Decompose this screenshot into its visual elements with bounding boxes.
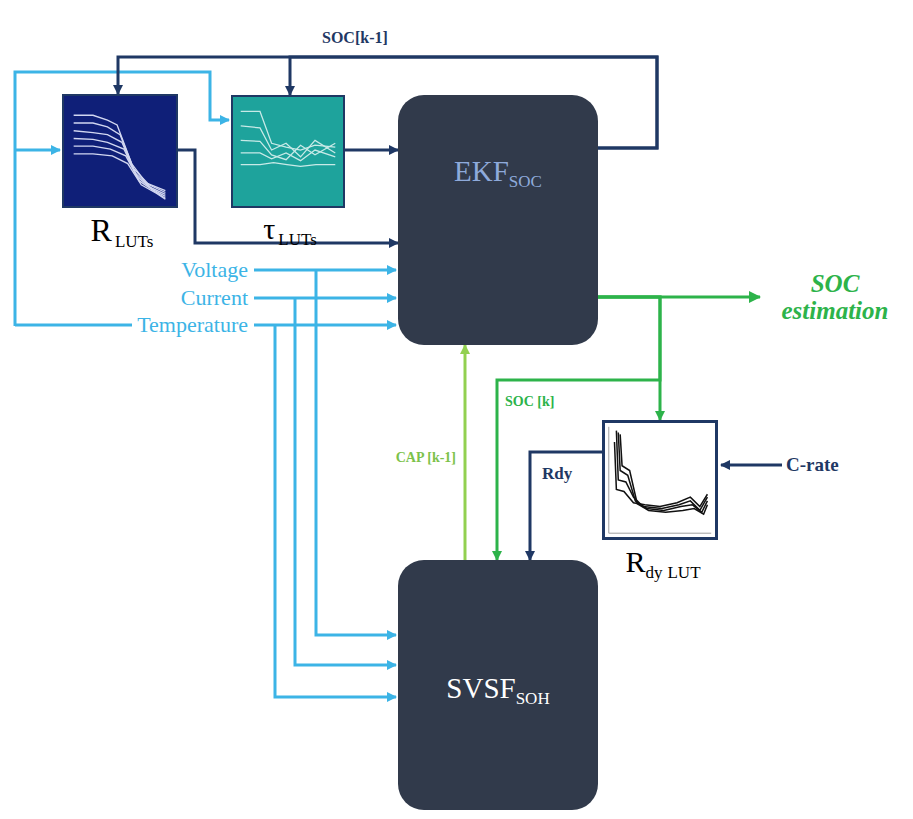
wire <box>254 269 396 272</box>
lut-plot <box>605 423 715 537</box>
input-wire <box>721 464 782 467</box>
label-group: EKFSOC <box>398 155 598 188</box>
signal-name: Current <box>181 286 248 310</box>
input-name: C-rate <box>786 455 839 476</box>
lut-label-sub: dy <box>645 563 662 583</box>
label-group: τLUTs <box>203 212 377 246</box>
filter-block: SVSFSOH <box>398 560 598 810</box>
wire <box>295 298 396 665</box>
wire <box>275 325 396 697</box>
label-group: SVSFSOH <box>398 672 598 705</box>
signal-name: Temperature <box>137 313 248 337</box>
signal-arrow <box>598 297 660 420</box>
signal-arrow <box>345 149 398 152</box>
edge-label: CAP [k-1] <box>394 450 458 466</box>
lut-label: R <box>625 545 645 579</box>
lut-label: τ <box>263 212 275 246</box>
wire <box>15 324 132 327</box>
lookup-table: τLUTs <box>231 95 345 208</box>
edge-label: SOC [k] <box>503 394 556 410</box>
filter-sub: SOC <box>509 172 542 192</box>
lut-label-sub: LUT <box>667 563 700 583</box>
lut-label-sub: LUTs <box>278 230 316 250</box>
signal-name: Voltage <box>181 258 248 282</box>
label-group: RLUTs <box>34 212 210 249</box>
lut-plot <box>233 97 343 206</box>
lut-plot <box>64 96 176 206</box>
filter-name: EKF <box>454 155 509 188</box>
lookup-table: RdyLUT <box>602 420 718 540</box>
filter-sub: SOH <box>516 689 550 709</box>
lookup-table: RLUTs <box>62 94 178 208</box>
filter-block: EKFSOC <box>398 95 598 345</box>
filter-name: SVSF <box>446 672 515 705</box>
lut-label: R <box>91 212 112 249</box>
signal-arrow <box>530 452 602 560</box>
output-name: SOC estimation <box>766 270 904 325</box>
edge-label: SOC[k-1] <box>320 29 390 47</box>
signal-arrow <box>464 345 467 560</box>
lut-label-sub: LUTs <box>115 232 153 252</box>
edge-label: Rdy <box>540 464 574 484</box>
wire <box>254 297 396 300</box>
wire <box>316 270 396 635</box>
label-group: RdyLUT <box>575 545 751 579</box>
wire <box>15 149 60 152</box>
